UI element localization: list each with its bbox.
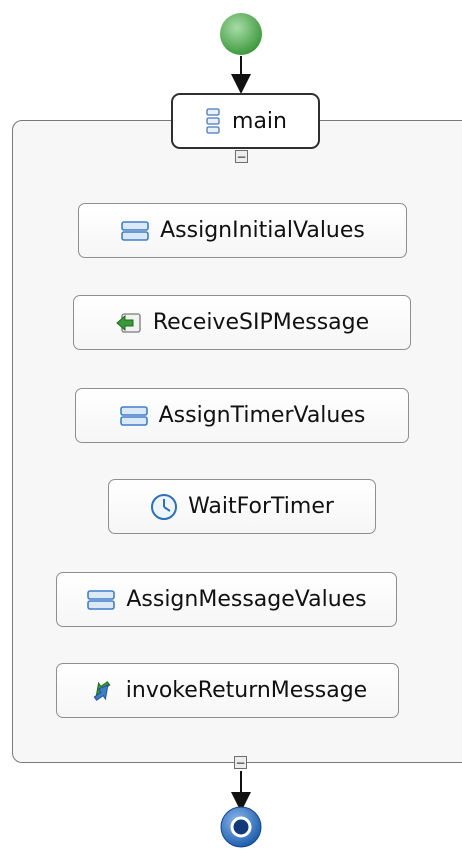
activity-wait-for-timer[interactable]: WaitForTimer [108,479,376,534]
invoke-icon [88,678,116,704]
receive-icon [115,311,143,335]
activity-label: AssignMessageValues [126,587,367,612]
assign-icon [120,219,150,243]
scope-main-node[interactable]: main [171,93,320,149]
activity-label: invokeReturnMessage [125,678,368,703]
activity-invoke-return-message[interactable]: invokeReturnMessage [56,663,399,718]
activity-label: ReceiveSIPMessage [152,310,370,335]
activity-assign-timer-values[interactable]: AssignTimerValues [75,388,409,443]
assign-icon [86,588,116,612]
sequence-icon [204,108,222,134]
scope-main-label: main [232,108,287,134]
wait-clock-icon [150,493,178,521]
assign-icon [119,404,149,428]
activity-assign-message-values[interactable]: AssignMessageValues [56,572,397,627]
activity-label: WaitForTimer [188,494,334,519]
end-node[interactable] [219,805,263,849]
collapse-scope-top-button[interactable]: − [235,149,248,164]
activity-receive-sip-message[interactable]: ReceiveSIPMessage [73,295,411,350]
activity-label: AssignTimerValues [158,403,366,428]
start-node[interactable] [219,12,265,58]
activity-label: AssignInitialValues [160,218,365,243]
activity-assign-initial-values[interactable]: AssignInitialValues [78,203,407,258]
collapse-scope-bottom-button[interactable]: − [234,755,247,770]
